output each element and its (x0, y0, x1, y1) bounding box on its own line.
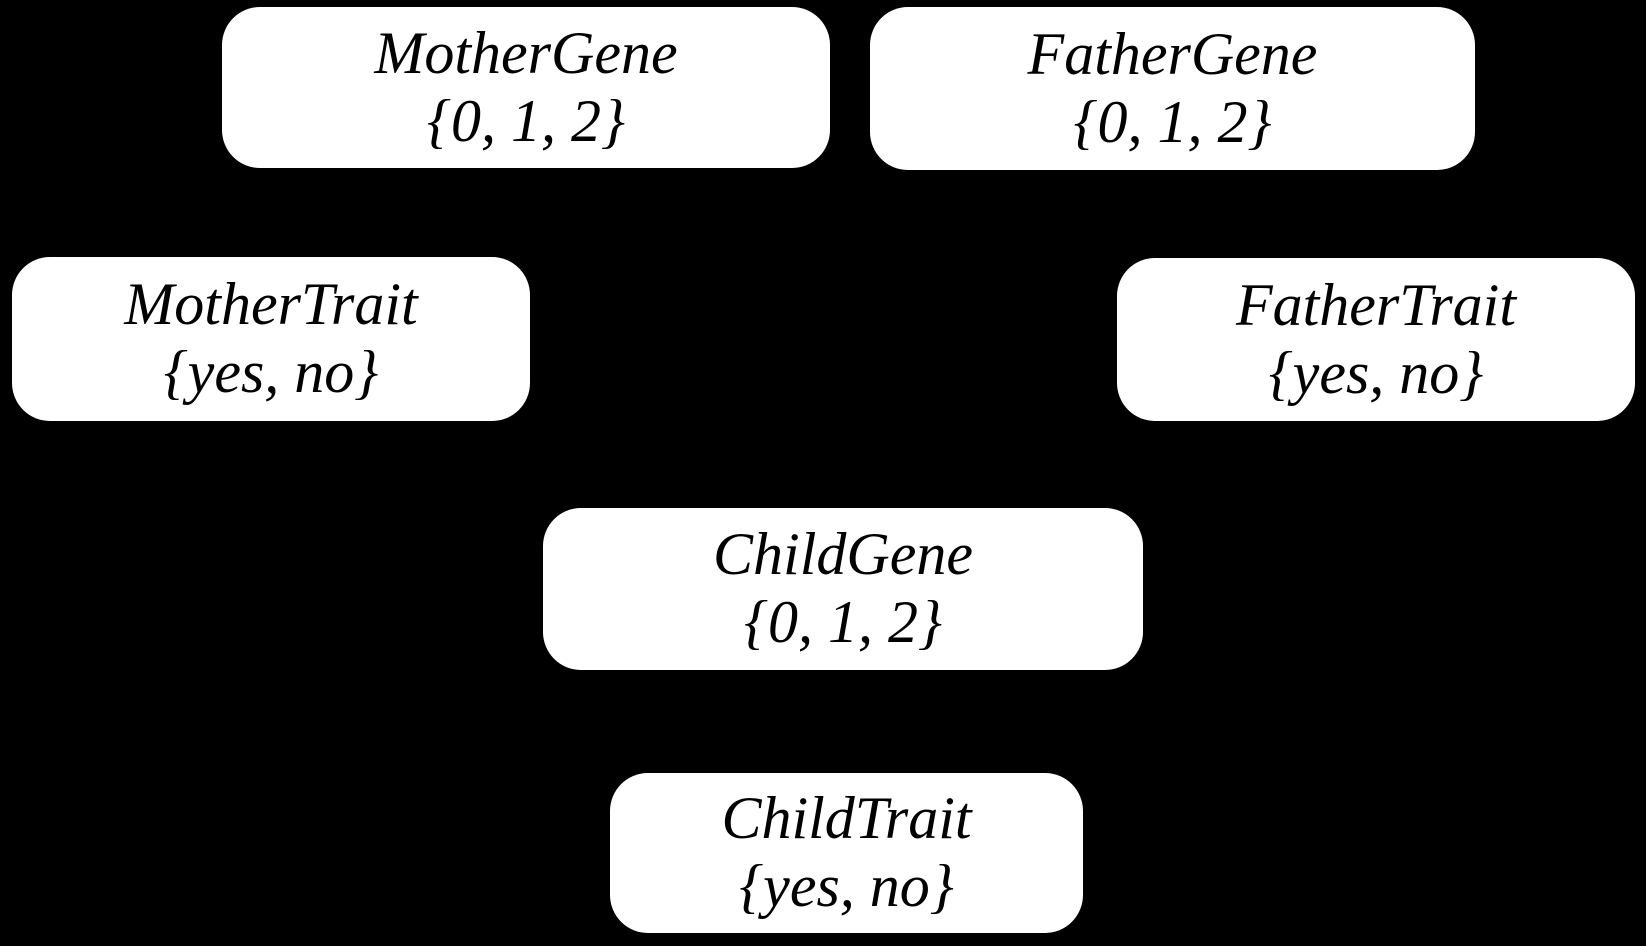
node-child-gene-domain: {0, 1, 2} (744, 589, 942, 655)
node-child-trait: ChildTrait {yes, no} (610, 773, 1083, 933)
node-mother-gene: MotherGene {0, 1, 2} (222, 7, 830, 168)
node-mother-trait: MotherTrait {yes, no} (12, 257, 530, 421)
node-father-gene-domain: {0, 1, 2} (1073, 88, 1272, 155)
node-mother-trait-label: MotherTrait (124, 271, 418, 338)
node-mother-gene-label: MotherGene (374, 19, 678, 86)
node-father-trait-label: FatherTrait (1235, 271, 1517, 338)
node-child-gene: ChildGene {0, 1, 2} (543, 508, 1143, 670)
node-mother-trait-domain: {yes, no} (163, 339, 379, 405)
node-child-trait-label: ChildTrait (721, 785, 972, 852)
node-child-gene-label: ChildGene (713, 521, 973, 588)
node-child-trait-domain: {yes, no} (739, 853, 954, 919)
node-father-gene: FatherGene {0, 1, 2} (870, 7, 1475, 170)
node-father-gene-label: FatherGene (1027, 20, 1318, 87)
node-father-trait: FatherTrait {yes, no} (1117, 258, 1635, 421)
node-father-trait-domain: {yes, no} (1268, 339, 1484, 406)
node-mother-gene-domain: {0, 1, 2} (427, 87, 625, 154)
